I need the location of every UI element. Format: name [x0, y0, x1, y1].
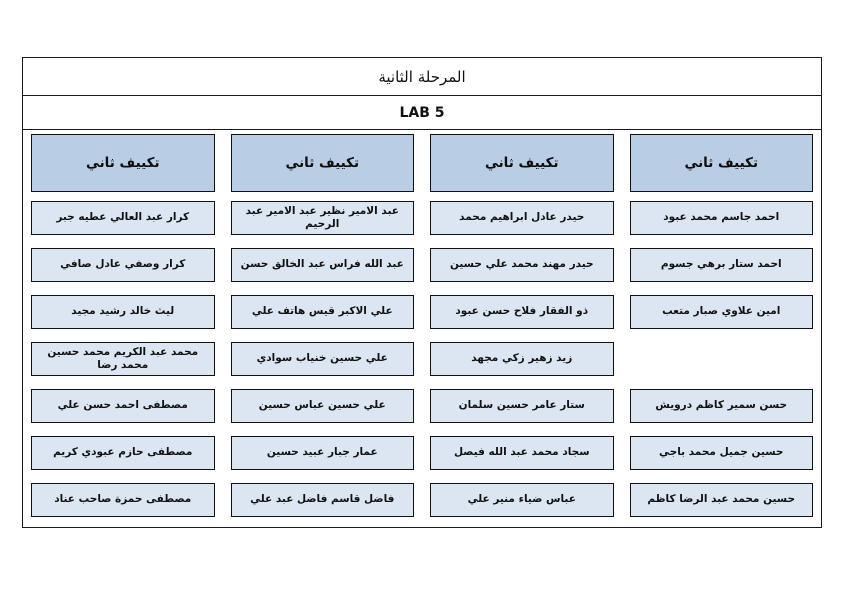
student-name: حسين جميل محمد باجي — [659, 446, 784, 459]
student-cell: علي حسين خنياب سوادي — [230, 342, 414, 376]
column-header-label: تكييف ثاني — [85, 155, 160, 171]
student-name: علي الاكبر قيس هاتف علي — [251, 305, 393, 318]
student-cell: سجاد محمد عبد الله فيصل — [430, 436, 614, 470]
student-cell: عباس ضياء منير علي — [430, 483, 614, 517]
column-header-1: تكييف ثاني — [629, 134, 813, 192]
student-name: ذو الفقار فلاح حسن عبود — [455, 305, 589, 318]
student-cell: ستار عامر حسين سلمان — [430, 389, 614, 423]
lab-subtitle-row: LAB 5 — [23, 96, 821, 130]
student-name: حيدر عادل ابراهيم محمد — [459, 211, 585, 224]
student-name: ستار عامر حسين سلمان — [458, 399, 585, 412]
student-name: عباس ضياء منير علي — [467, 493, 576, 506]
student-cell: ليث خالد رشيد مجيد — [31, 295, 215, 329]
student-name: احمد جاسم محمد عبود — [663, 211, 780, 224]
column-cells-3: عبد الامير نظير عبد الامير عبد الرحيم عب… — [230, 192, 414, 530]
student-name: علي حسين خنياب سوادي — [256, 352, 388, 365]
student-name: فاضل قاسم فاضل عبد علي — [250, 493, 395, 506]
student-name: مصطفى حمزة صاحب عناد — [54, 493, 192, 506]
student-cell: حسن سمير كاظم درويش — [629, 389, 813, 423]
student-name: مصطفى احمد حسن علي — [57, 399, 188, 412]
student-cell: كرار وصفي عادل صافي — [31, 248, 215, 282]
document-title-row: المرحلة الثانية — [23, 58, 821, 96]
student-cell: علي حسين عباس حسين — [230, 389, 414, 423]
student-cell: فاضل قاسم فاضل عبد علي — [230, 483, 414, 517]
roster-column-4: تكييف ثاني كرار عبد العالي عطيه جبر كرار… — [23, 130, 223, 530]
student-cell: عمار جبار عبيد حسين — [230, 436, 414, 470]
column-cells-2: حيدر عادل ابراهيم محمد حيدر مهند محمد عل… — [430, 192, 614, 530]
student-cell: علي الاكبر قيس هاتف علي — [230, 295, 414, 329]
student-cell: مصطفى حمزة صاحب عناد — [31, 483, 215, 517]
student-cell: مصطفى حازم عبودي كريم — [31, 436, 215, 470]
student-cell: مصطفى احمد حسن علي — [31, 389, 215, 423]
roster-column-2: تكييف ثاني حيدر عادل ابراهيم محمد حيدر م… — [422, 130, 622, 530]
roster-column-1: تكييف ثاني احمد جاسم محمد عبود احمد ستار… — [622, 130, 822, 530]
student-name: سجاد محمد عبد الله فيصل — [453, 446, 590, 459]
student-cell: كرار عبد العالي عطيه جبر — [31, 201, 215, 235]
student-name: حسن سمير كاظم درويش — [655, 399, 788, 412]
student-cell: حسين جميل محمد باجي — [629, 436, 813, 470]
student-cell: امين علاوي صبار متعب — [629, 295, 813, 329]
student-cell-empty — [630, 342, 814, 376]
student-roster-table: المرحلة الثانية LAB 5 تكييف ثاني احمد جا… — [22, 57, 822, 528]
student-name: مصطفى حازم عبودي كريم — [53, 446, 193, 459]
student-cell: عبد الامير نظير عبد الامير عبد الرحيم — [230, 201, 414, 235]
column-header-2: تكييف ثاني — [430, 134, 614, 192]
student-cell: ذو الفقار فلاح حسن عبود — [430, 295, 614, 329]
student-name: حيدر مهند محمد علي حسين — [449, 258, 594, 271]
student-name: عبد الله فراس عبد الخالق حسن — [240, 258, 404, 271]
student-cell: حسين محمد عبد الرضا كاظم — [629, 483, 813, 517]
column-header-label: تكييف ثاني — [684, 155, 759, 171]
student-name: كرار عبد العالي عطيه جبر — [56, 211, 190, 224]
student-name: امين علاوي صبار متعب — [662, 305, 781, 318]
column-header-label: تكييف ثاني — [285, 155, 360, 171]
column-header-4: تكييف ثاني — [31, 134, 215, 192]
student-name: كرار وصفي عادل صافي — [60, 258, 186, 271]
student-name: علي حسين عباس حسين — [258, 399, 386, 412]
lab-label: LAB 5 — [399, 104, 445, 121]
column-cells-4: كرار عبد العالي عطيه جبر كرار وصفي عادل … — [31, 192, 215, 530]
student-name: محمد عبد الكريم محمد حسين محمد رضا — [47, 345, 199, 371]
column-header-label: تكييف ثاني — [484, 155, 559, 171]
student-cell: زيد زهير زكي مجهد — [430, 342, 614, 376]
student-name: عبد الامير نظير عبد الامير عبد الرحيم — [245, 204, 399, 230]
student-cell: محمد عبد الكريم محمد حسين محمد رضا — [31, 342, 215, 376]
student-name: احمد ستار برهي جسوم — [660, 258, 782, 271]
columns-container: تكييف ثاني احمد جاسم محمد عبود احمد ستار… — [23, 130, 821, 530]
student-name: زيد زهير زكي مجهد — [471, 352, 573, 365]
roster-column-3: تكييف ثاني عبد الامير نظير عبد الامير عب… — [223, 130, 423, 530]
student-cell: احمد ستار برهي جسوم — [629, 248, 813, 282]
student-cell: حيدر عادل ابراهيم محمد — [430, 201, 614, 235]
student-name: حسين محمد عبد الرضا كاظم — [647, 493, 796, 506]
column-header-3: تكييف ثاني — [230, 134, 414, 192]
page-title: المرحلة الثانية — [378, 67, 466, 86]
column-cells-1: احمد جاسم محمد عبود احمد ستار برهي جسوم … — [629, 192, 814, 530]
student-name: عمار جبار عبيد حسين — [266, 446, 378, 459]
student-cell: احمد جاسم محمد عبود — [629, 201, 813, 235]
student-name: ليث خالد رشيد مجيد — [71, 305, 175, 318]
student-cell: حيدر مهند محمد علي حسين — [430, 248, 614, 282]
student-cell: عبد الله فراس عبد الخالق حسن — [230, 248, 414, 282]
